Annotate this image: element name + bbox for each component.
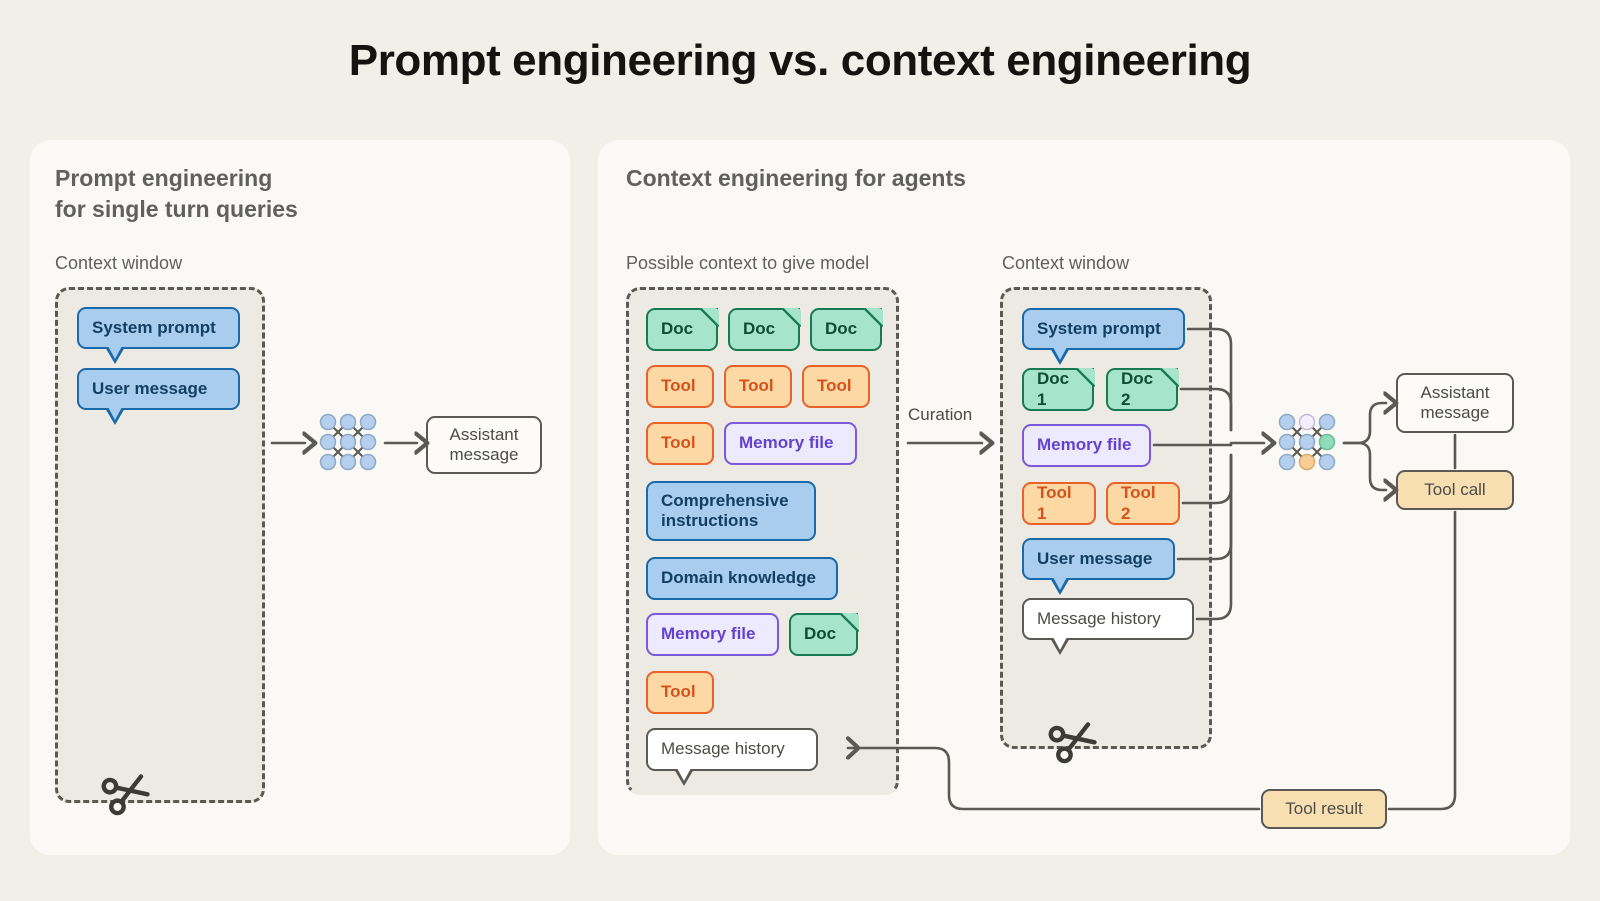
- chip-label: Memory file: [1037, 435, 1132, 455]
- ctx-chip-tool-2[interactable]: Tool 2: [1106, 482, 1180, 525]
- chip-user-message[interactable]: User message: [77, 368, 240, 425]
- chip-label: Tool: [661, 376, 696, 396]
- chip-label: Assistant message: [449, 424, 519, 464]
- chip-label: Tool call: [1424, 479, 1486, 499]
- chip-doc-2[interactable]: Doc: [728, 307, 801, 351]
- chip-label: Doc: [661, 319, 694, 339]
- left-context-window: [55, 287, 265, 803]
- curation-label: Curation: [908, 405, 973, 424]
- chip-label: System prompt: [1037, 318, 1161, 338]
- chip-label: Doc: [825, 319, 858, 339]
- assistant-message-box-left[interactable]: Assistant message: [426, 416, 542, 474]
- page-title: Prompt engineering vs. context engineeri…: [348, 36, 1252, 85]
- chip-label: Doc 1: [1037, 369, 1070, 409]
- dogear-icon: [863, 307, 883, 327]
- chip-label: Memory file: [739, 433, 834, 453]
- left-panel-title: Prompt engineering for single turn queri…: [55, 165, 298, 222]
- possible-context-label: Possible context to give model: [626, 253, 870, 273]
- chip-doc-3[interactable]: Doc: [810, 307, 883, 351]
- chip-label: System prompt: [92, 317, 216, 337]
- chip-label: Doc: [743, 319, 776, 339]
- dogear-icon: [699, 307, 719, 327]
- chip-label: Tool: [661, 433, 696, 453]
- chip-label: Message history: [1037, 608, 1161, 628]
- dogear-icon: [1075, 367, 1095, 387]
- chip-label: Tool 1: [1037, 483, 1072, 523]
- chip-label: Tool: [661, 682, 696, 702]
- chip-label: User message: [1037, 548, 1153, 568]
- dogear-icon: [781, 307, 801, 327]
- chip-label: Memory file: [661, 624, 756, 644]
- right-panel-title: Context engineering for agents: [626, 165, 966, 191]
- chip-label: Tool 2: [1121, 483, 1156, 523]
- tool-call-box[interactable]: Tool call: [1396, 470, 1514, 510]
- assistant-message-box-right[interactable]: Assistant message: [1396, 373, 1514, 433]
- ctx-chip-system-prompt[interactable]: System prompt: [1022, 308, 1185, 365]
- ctx-chip-message-history[interactable]: Message history: [1022, 598, 1194, 655]
- chip-label: Doc: [804, 624, 837, 644]
- chip-label: Tool: [739, 376, 774, 396]
- chip-memory-file-1[interactable]: Memory file: [724, 422, 857, 465]
- chip-label: Tool result: [1285, 798, 1363, 818]
- chip-system-prompt[interactable]: System prompt: [77, 307, 240, 364]
- neural-network-icon: [1276, 411, 1338, 478]
- chip-doc-1[interactable]: Doc: [646, 307, 719, 351]
- chip-tool-4[interactable]: Tool: [646, 422, 714, 465]
- chip-message-history-pool[interactable]: Message history: [646, 728, 818, 786]
- ctx-chip-doc-1[interactable]: Doc 1: [1022, 367, 1095, 411]
- chip-label: Assistant message: [1420, 382, 1490, 422]
- chip-label: Message history: [661, 739, 785, 759]
- chip-label: Comprehensive instructions: [661, 490, 789, 530]
- chip-label: Tool: [817, 376, 852, 396]
- neural-network-icon: [317, 411, 379, 478]
- tool-result-box[interactable]: Tool result: [1261, 789, 1387, 829]
- ctx-chip-tool-1[interactable]: Tool 1: [1022, 482, 1096, 525]
- chip-domain-knowledge[interactable]: Domain knowledge: [646, 557, 838, 600]
- dogear-icon: [839, 612, 859, 632]
- chip-doc-4[interactable]: Doc: [789, 612, 859, 656]
- right-context-window-label: Context window: [1002, 253, 1130, 273]
- chip-label: Doc 2: [1121, 369, 1154, 409]
- chip-tool-5[interactable]: Tool: [646, 671, 714, 714]
- ctx-chip-doc-2[interactable]: Doc 2: [1106, 367, 1179, 411]
- chip-label: Domain knowledge: [661, 568, 816, 588]
- chip-memory-file-2[interactable]: Memory file: [646, 613, 779, 656]
- ctx-chip-user-message[interactable]: User message: [1022, 538, 1175, 595]
- chip-tool-2[interactable]: Tool: [724, 365, 792, 408]
- left-context-window-label: Context window: [55, 253, 183, 273]
- dogear-icon: [1159, 367, 1179, 387]
- ctx-chip-memory-file[interactable]: Memory file: [1022, 424, 1151, 467]
- chip-tool-3[interactable]: Tool: [802, 365, 870, 408]
- chip-comprehensive-instructions[interactable]: Comprehensive instructions: [646, 481, 816, 541]
- possible-context-window: [626, 287, 899, 795]
- chip-label: User message: [92, 378, 208, 398]
- chip-tool-1[interactable]: Tool: [646, 365, 714, 408]
